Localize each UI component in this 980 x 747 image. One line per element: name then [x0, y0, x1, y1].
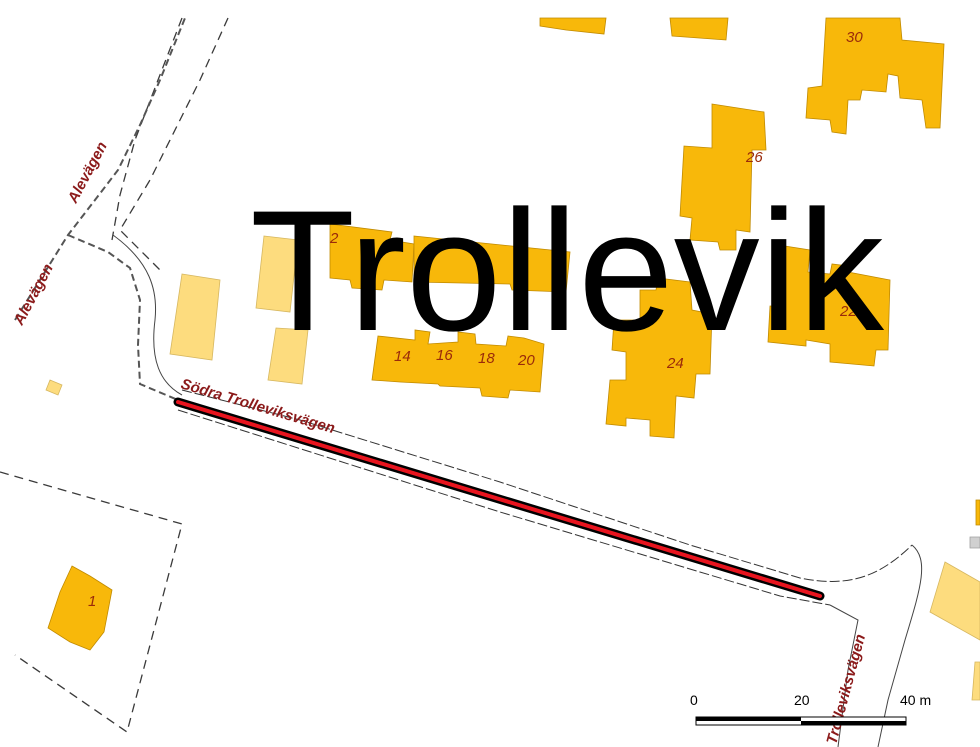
building-light-4 [45, 379, 63, 396]
building-22 [767, 243, 891, 367]
highlighted-road-fill [176, 400, 822, 598]
sodra-trolleviksvagen-road [177, 389, 923, 747]
scale-label-20: 20 [794, 692, 810, 708]
plot-boundaries [0, 17, 229, 734]
house-number-18: 18 [478, 350, 495, 367]
trolleviksvagen-edge-east [877, 544, 923, 747]
secondary-buildings [45, 235, 980, 701]
scale-label-0: 0 [690, 692, 698, 708]
building-2-east [413, 235, 571, 293]
plot-boundary-west-top [111, 17, 183, 241]
highlighted-road-segment[interactable] [173, 397, 825, 601]
house-number-1: 1 [88, 593, 96, 610]
place-name-label: Trollevik [250, 175, 885, 367]
building-light-3 [267, 327, 309, 385]
building-top-right [669, 17, 729, 41]
building-2 [329, 223, 415, 291]
building-1 [47, 565, 113, 651]
building-light-2 [255, 235, 299, 313]
road-label-trolleviksvagen: Trolleviksvägen [823, 632, 869, 746]
house-number-24: 24 [666, 355, 684, 372]
house-number-20: 20 [517, 352, 535, 369]
building-30 [805, 17, 945, 135]
house-number-26: 26 [745, 149, 763, 166]
building-top-center [539, 17, 607, 35]
building-26 [679, 103, 767, 251]
house-number-14: 14 [394, 348, 411, 365]
building-14-20-row [371, 329, 545, 399]
road-label-alevagen-left: Alevägen [10, 261, 57, 329]
scale-bar-segment-1 [696, 717, 801, 721]
alevagen-spur [67, 234, 179, 401]
building-light-east-edge [929, 561, 980, 641]
sodra-trolleviksvagen-edge-south [177, 409, 831, 606]
houses [47, 17, 980, 651]
house-numbers: 2 14 16 18 20 24 26 22 30 1 [88, 29, 863, 610]
sodra-trolleviksvagen-edge-north [181, 389, 913, 582]
house-number-2: 2 [329, 230, 339, 247]
scale-label-40m: 40 m [900, 692, 931, 708]
building-east-lower-edge [975, 499, 980, 526]
road-label-alevagen-top: Alevägen [64, 139, 111, 207]
building-grey-east [969, 536, 980, 549]
plot-boundary-southwest [0, 471, 183, 734]
alevagen-road [14, 17, 186, 401]
building-light-1 [169, 273, 221, 361]
building-24 [605, 277, 713, 439]
building-light-east-lower [971, 661, 980, 701]
scale-bar: 0 20 40 m [690, 692, 931, 726]
scale-bar-segment-2 [801, 721, 906, 725]
trolleviksvagen-edge-west [829, 604, 859, 747]
plot-boundary-west-inner [119, 17, 229, 271]
house-number-16: 16 [436, 347, 453, 364]
house-number-30: 30 [846, 29, 863, 46]
house-number-22: 22 [839, 303, 857, 320]
alevagen-spur-edge [112, 234, 183, 396]
